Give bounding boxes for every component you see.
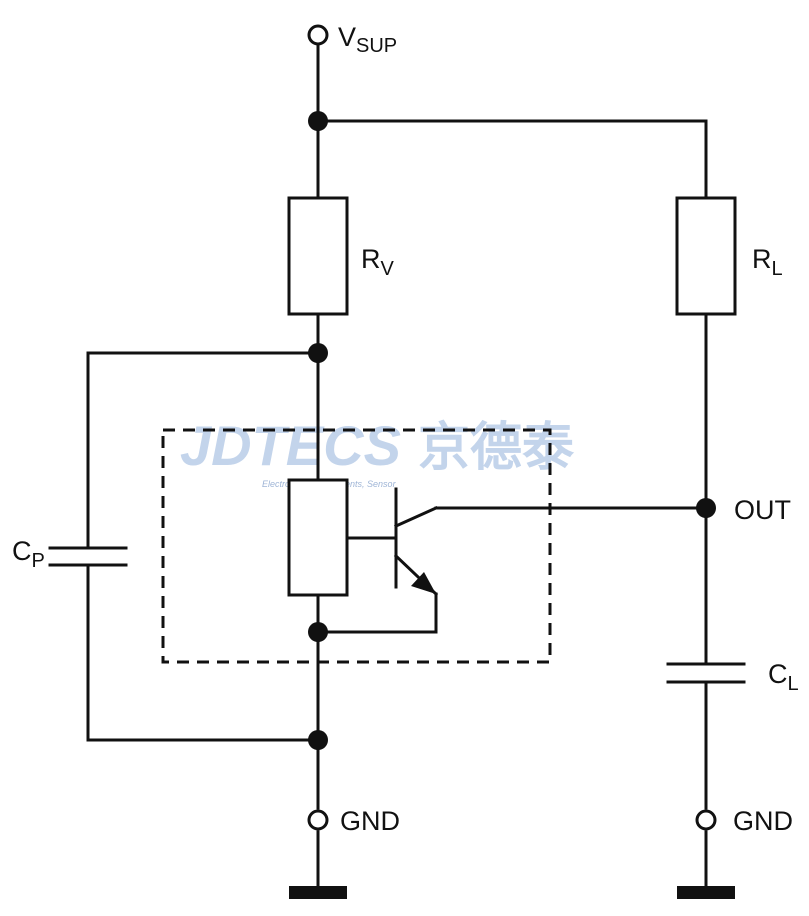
watermark: JDTECS 京德泰 Electronics, Components, Sens… [180,414,575,489]
label-rv: RV [361,244,395,280]
ground-bar-right [677,886,735,899]
transistor-collector [394,506,438,528]
junction-top [308,111,328,131]
terminal-vsup [307,24,329,46]
transistor [316,487,708,634]
junction-out [696,498,716,518]
terminal-gnd-left [307,809,329,831]
terminal-gnd-right [695,809,717,831]
junctions [308,111,716,750]
watermark-brand: JDTECS [180,414,401,477]
label-cp: CP [12,536,45,572]
capacitor-cp [48,546,128,567]
capacitor-cl [666,662,746,684]
label-cl: CL [768,659,799,695]
label-gnd-right: GND [733,806,793,836]
resistor-rv [287,196,349,316]
junction-cp-bottom [308,730,328,750]
sensor-boundary [161,428,552,664]
label-rl: RL [752,244,783,280]
emitter-arrow-icon [411,572,436,594]
resistor-rl [675,196,737,316]
label-gnd-left: GND [340,806,400,836]
cp-loop-wires [86,351,320,742]
label-vsup: VSUP [338,22,397,57]
right-branch-wires [316,119,708,890]
ground-bar-left [289,886,347,899]
label-out: OUT [734,495,791,525]
junction-emitter [308,622,328,642]
junction-cp-top [308,343,328,363]
sensor-element [287,478,349,597]
